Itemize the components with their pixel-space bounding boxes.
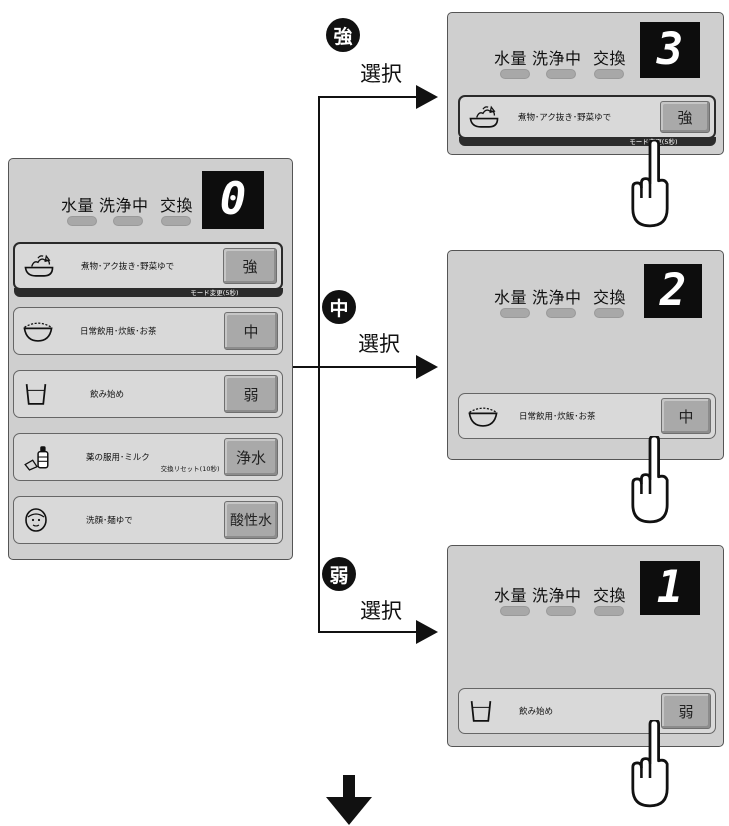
strong-button[interactable]: 強 [223, 248, 277, 284]
arrow-head-weak [416, 620, 438, 644]
indicator-lamp-replace [161, 216, 191, 226]
select-label-medium: 選択 [358, 332, 400, 356]
result-panel-strong: 水量 洗浄中 交換 3 煮物･アク抜き･野菜ゆで 強 モード変更(5秒) [447, 12, 724, 155]
mode-text-strong: 煮物･アク抜き･野菜ゆで [518, 113, 612, 123]
mode-text-weak: 飲み始め [90, 390, 125, 400]
result-panel-medium: 水量 洗浄中 交換 2 日常飲用･炊飯･お茶 中 [447, 250, 724, 460]
face-icon [25, 508, 47, 532]
mode-row-medium[interactable]: 日常飲用･炊飯･お茶 中 [13, 307, 283, 355]
indicator-lamp-water [500, 69, 530, 79]
indicator-lamp-washing [546, 308, 576, 318]
cup-icon [25, 383, 47, 405]
rice-bowl-icon [468, 407, 498, 427]
connector-horizontal [293, 366, 418, 368]
mode-row-weak[interactable]: 飲み始め 弱 [13, 370, 283, 418]
baby-bottle-icon [24, 445, 49, 471]
indicator-lamp-washing [113, 216, 143, 226]
mode-change-label: モード変更(5秒) [190, 289, 239, 297]
indicator-label-water: 水量 [61, 196, 95, 215]
digit-display: 1 [640, 561, 700, 615]
mode-text-medium: 日常飲用･炊飯･お茶 [519, 412, 596, 422]
connector-vertical [318, 96, 320, 632]
mode-text-strong: 煮物･アク抜き･野菜ゆで [81, 262, 175, 272]
badge-strong: 強 [326, 18, 360, 52]
mode-row-purified[interactable]: 薬の服用･ミルク 浄水 交換リセット(10秒) [13, 433, 283, 481]
mode-text-purified: 薬の服用･ミルク [86, 453, 150, 463]
purified-water-button[interactable]: 浄水 [224, 438, 278, 476]
indicator-label-replace: 交換 [160, 196, 194, 215]
medium-button[interactable]: 中 [661, 398, 711, 434]
medium-button[interactable]: 中 [224, 312, 278, 350]
result-panel-weak: 水量 洗浄中 交換 1 飲み始め 弱 [447, 545, 724, 747]
indicator-label-water: 水量 [494, 586, 528, 605]
cup-icon [470, 700, 492, 722]
mode-row-acid[interactable]: 洗顔･麺ゆで 酸性水 [13, 496, 283, 544]
weak-button[interactable]: 弱 [224, 375, 278, 413]
indicator-label-replace: 交換 [593, 586, 627, 605]
mode-row-strong[interactable]: 煮物･アク抜き･野菜ゆで 強 モード変更(5秒) [13, 242, 283, 297]
weak-button[interactable]: 弱 [661, 693, 711, 729]
mode-text-medium: 日常飲用･炊飯･お茶 [80, 327, 157, 337]
mode-row-medium[interactable]: 日常飲用･炊飯･お茶 中 [458, 393, 716, 439]
mode-change-strip: モード変更(5秒) [13, 288, 283, 297]
strong-button[interactable]: 強 [660, 101, 710, 133]
indicator-lamp-washing [546, 606, 576, 616]
replace-reset-label: 交換リセット(10秒) [160, 465, 220, 473]
arrow-head-strong [416, 85, 438, 109]
main-control-panel: 水量 洗浄中 交換 0 煮物･アク抜き･野菜ゆで 強 モード変更(5秒) 日常飲… [8, 158, 293, 560]
pointing-hand-icon [631, 140, 669, 228]
connector-top [318, 96, 418, 98]
mode-row-strong[interactable]: 煮物･アク抜き･野菜ゆで 強 モード変更(5秒) [458, 95, 716, 146]
indicator-lamp-replace [594, 308, 624, 318]
indicator-lamp-replace [594, 606, 624, 616]
arrow-head-medium [416, 355, 438, 379]
indicator-lamp-replace [594, 69, 624, 79]
pointing-hand-icon [631, 720, 669, 808]
indicator-lamp-washing [546, 69, 576, 79]
pot-icon [469, 106, 499, 128]
digit-display: 0 [202, 171, 264, 229]
select-label-strong: 選択 [360, 62, 402, 86]
acid-water-button[interactable]: 酸性水 [224, 501, 278, 539]
mode-text-weak: 飲み始め [519, 707, 554, 717]
indicator-label-washing: 洗浄中 [99, 196, 149, 215]
indicator-label-replace: 交換 [593, 288, 627, 307]
digit-display: 3 [640, 22, 700, 78]
mode-text-acid: 洗顔･麺ゆで [86, 516, 133, 526]
indicator-lamp-water [67, 216, 97, 226]
digit-display: 2 [644, 264, 702, 318]
indicator-label-water: 水量 [494, 288, 528, 307]
pointing-hand-icon [631, 436, 669, 524]
indicator-lamp-water [500, 308, 530, 318]
indicator-label-washing: 洗浄中 [532, 288, 582, 307]
badge-medium: 中 [322, 290, 356, 324]
down-arrow-icon [326, 775, 372, 825]
replace-reset-strip: 交換リセット(10秒) [13, 465, 284, 481]
pot-icon [24, 255, 54, 277]
badge-weak: 弱 [322, 557, 356, 591]
indicator-label-washing: 洗浄中 [532, 49, 582, 68]
select-label-weak: 選択 [360, 599, 402, 623]
connector-bottom [318, 631, 418, 633]
mode-change-strip: モード変更(5秒) [458, 137, 716, 146]
indicator-label-water: 水量 [494, 49, 528, 68]
indicator-label-washing: 洗浄中 [532, 586, 582, 605]
indicator-label-replace: 交換 [593, 49, 627, 68]
rice-bowl-icon [23, 322, 53, 342]
indicator-lamp-water [500, 606, 530, 616]
mode-row-weak[interactable]: 飲み始め 弱 [458, 688, 716, 734]
